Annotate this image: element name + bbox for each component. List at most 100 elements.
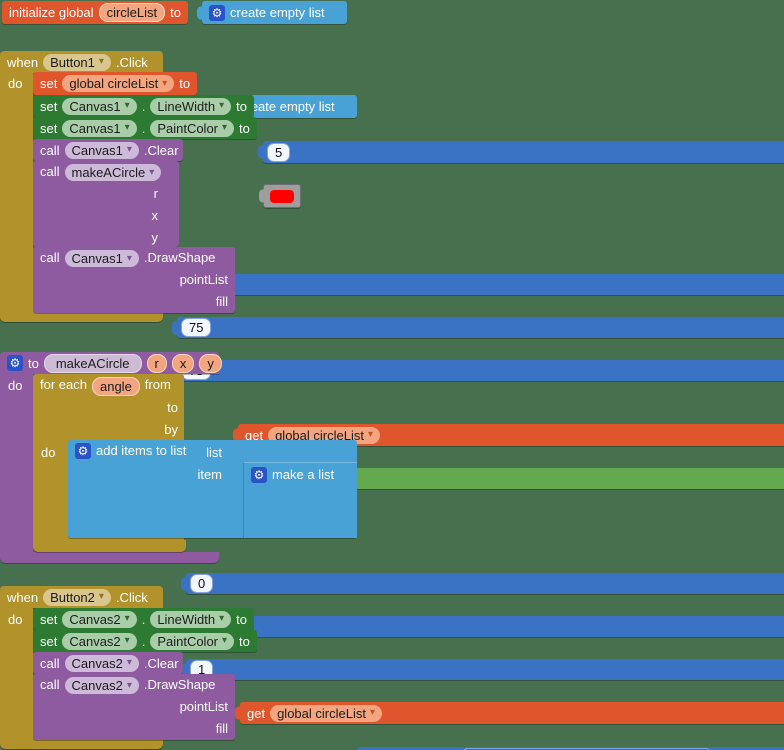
set-global-circlelist-block[interactable]: set global circleList to	[33, 72, 198, 95]
when-label: when	[7, 54, 39, 70]
variable-name-field[interactable]: circleList	[98, 3, 166, 22]
when-block-bottom-bar	[0, 738, 163, 749]
dot-label: .	[141, 611, 146, 627]
variable-dropdown[interactable]: global circleList	[62, 75, 175, 92]
mutator-gear-icon[interactable]	[7, 355, 23, 371]
create-empty-list-block[interactable]: create empty list	[202, 1, 347, 24]
component-dropdown-canvas2[interactable]: Canvas2	[62, 632, 137, 650]
loop-do-label: do	[41, 445, 56, 460]
number-field[interactable]: 75	[181, 318, 212, 337]
color-block-red[interactable]	[263, 184, 301, 208]
property-dropdown-linewidth[interactable]: LineWidth	[150, 97, 232, 115]
call-label: call	[40, 142, 60, 158]
arg-label-y: y	[151, 230, 159, 245]
set-label: set	[40, 611, 58, 627]
number-field[interactable]: 0	[190, 574, 214, 593]
number-field[interactable]: 5	[267, 142, 291, 162]
call-makeacircle-block[interactable]: call makeACircle	[33, 161, 179, 247]
method-label: .DrawShape	[143, 250, 216, 265]
initialize-global-block[interactable]: initialize global circleList to	[2, 1, 188, 24]
call-drawshape-block[interactable]: call Canvas2 .DrawShape	[33, 674, 235, 740]
number-block[interactable]: 75	[177, 360, 784, 381]
number-block[interactable]: 50	[177, 274, 784, 295]
param-field-r[interactable]: r	[146, 353, 167, 373]
procedure-dropdown[interactable]: makeACircle	[64, 164, 162, 181]
set-linewidth-block[interactable]: set Canvas1 . LineWidth to	[33, 95, 254, 117]
call-label: call	[40, 250, 60, 265]
component-dropdown-canvas1[interactable]: Canvas1	[64, 141, 139, 159]
dot-label: .	[141, 633, 146, 649]
make-a-list-block[interactable]: make a list	[243, 462, 357, 538]
variable-dropdown[interactable]: global circleList	[270, 704, 382, 722]
get-global-circlelist-block[interactable]: get global circleList	[240, 702, 784, 724]
for-each-bottom-bar	[33, 540, 186, 552]
set-linewidth-block[interactable]: set Canvas2 . LineWidth to	[33, 608, 254, 630]
dot-label: .	[141, 120, 146, 136]
property-dropdown-paintcolor[interactable]: PaintColor	[150, 119, 235, 137]
when-block-bottom-bar	[0, 311, 163, 322]
set-paintcolor-block[interactable]: set Canvas2 . PaintColor to	[33, 630, 257, 652]
call-canvas2-clear-block[interactable]: call Canvas2 .Clear	[33, 652, 183, 674]
mutator-gear-icon[interactable]	[251, 467, 267, 483]
event-label: .Click	[115, 54, 148, 70]
number-block[interactable]: 360	[186, 616, 784, 637]
plus-expression-block[interactable]: get x + get r × cos get angle	[357, 747, 784, 750]
add-items-label: add items to list	[96, 443, 187, 458]
number-block[interactable]: 0	[186, 573, 784, 594]
number-block[interactable]: 75	[177, 317, 784, 338]
to-label: to	[239, 633, 250, 649]
param-field-x[interactable]: x	[171, 353, 195, 373]
to-label: to	[170, 5, 181, 20]
param-field-y[interactable]: y	[199, 353, 222, 373]
create-empty-list-label: create empty list	[240, 99, 335, 114]
set-label: set	[40, 76, 58, 91]
from-label: from	[144, 377, 171, 392]
number-block[interactable]: 5	[263, 141, 784, 163]
item-socket-label: item	[197, 467, 222, 482]
procedure-definition-block[interactable]: to makeACircle r x y	[0, 352, 222, 374]
component-dropdown-canvas1[interactable]: Canvas1	[62, 119, 137, 137]
set-label: set	[40, 120, 58, 136]
call-label: call	[40, 164, 60, 179]
loop-variable-field[interactable]: angle	[91, 377, 140, 396]
component-dropdown-button2[interactable]: Button2	[43, 588, 111, 606]
when-label: when	[7, 589, 39, 605]
set-label: set	[40, 98, 58, 114]
initialize-global-label: initialize global	[9, 5, 94, 20]
color-swatch[interactable]	[270, 189, 294, 203]
component-dropdown-button1[interactable]: Button1	[43, 53, 111, 71]
call-canvas1-clear-block[interactable]: call Canvas1 .Clear	[33, 139, 183, 161]
component-dropdown-canvas2[interactable]: Canvas2	[64, 654, 139, 672]
call-label: call	[40, 655, 60, 671]
get-global-circlelist-block[interactable]: get global circleList	[238, 424, 784, 446]
mutator-gear-icon[interactable]	[75, 443, 91, 459]
component-dropdown-canvas2[interactable]: Canvas2	[62, 610, 137, 628]
method-label: .Clear	[143, 142, 179, 158]
do-slot-column: do	[0, 608, 33, 738]
property-dropdown-linewidth[interactable]: LineWidth	[150, 610, 232, 628]
call-drawshape-block[interactable]: call Canvas1 .DrawShape	[33, 247, 235, 313]
variable-dropdown[interactable]: global circleList	[268, 426, 380, 444]
component-dropdown-canvas1[interactable]: Canvas1	[64, 250, 139, 267]
to-label: to	[28, 355, 39, 371]
set-label: set	[40, 633, 58, 649]
get-label: get	[247, 705, 266, 721]
method-label: .Clear	[143, 655, 179, 671]
number-block[interactable]: 1	[186, 659, 784, 680]
when-button1-click-block[interactable]: when Button1 .Click	[0, 51, 163, 73]
when-button2-click-block[interactable]: when Button2 .Click	[0, 586, 163, 608]
component-dropdown-canvas1[interactable]: Canvas1	[62, 97, 137, 115]
fill-label: fill	[215, 721, 228, 736]
make-a-list-label: make a list	[272, 467, 335, 482]
for-each-label: for each	[40, 377, 87, 392]
procedure-bottom-bar	[0, 552, 219, 563]
component-dropdown-canvas2[interactable]: Canvas2	[64, 677, 139, 694]
mutator-gear-icon[interactable]	[209, 4, 225, 21]
set-paintcolor-block[interactable]: set Canvas1 . PaintColor to	[33, 117, 257, 139]
arg-label-x: x	[151, 208, 159, 223]
property-dropdown-paintcolor[interactable]: PaintColor	[150, 632, 235, 650]
to-label: to	[239, 120, 250, 136]
do-label: do	[8, 612, 23, 627]
procedure-name-field[interactable]: makeACircle	[43, 353, 142, 373]
